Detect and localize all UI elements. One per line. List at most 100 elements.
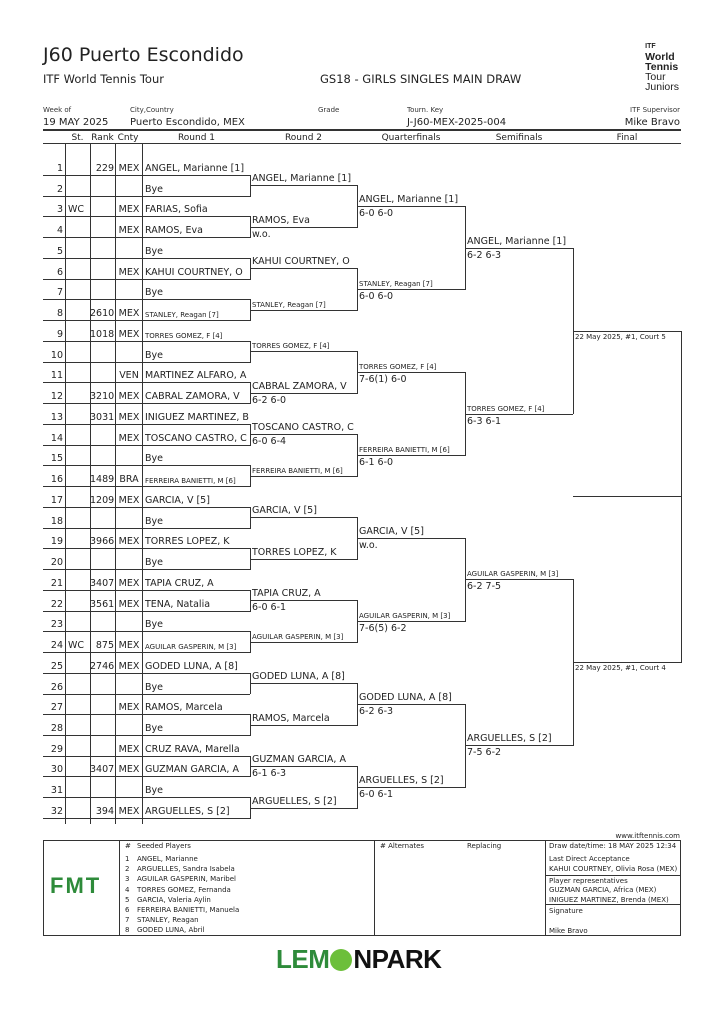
draw-position: 29 <box>50 743 63 755</box>
winner-name: TAPIA CRUZ, A <box>252 588 321 600</box>
match-score: 6-0 6-0 <box>359 208 394 220</box>
entry-country: BRA <box>119 474 139 486</box>
entry-rank: 3407 <box>90 577 115 589</box>
entry-line <box>43 693 250 695</box>
winner-name: TORRES GOMEZ, F [4] <box>252 342 330 351</box>
match-score: 6-2 6-0 <box>252 394 287 406</box>
seed-number: 4 <box>125 885 130 894</box>
draw-position: 6 <box>56 266 63 278</box>
winner-line <box>250 268 358 270</box>
draw-position: 22 <box>50 598 63 610</box>
draw-position: 15 <box>50 453 63 465</box>
player-name: RAMOS, Eva <box>145 225 203 237</box>
entry-rank: 3561 <box>90 598 115 610</box>
seed-number: 5 <box>125 895 130 904</box>
draw-position: 21 <box>50 577 63 589</box>
match-score: 7-6(5) 6-2 <box>359 622 407 634</box>
winner-line <box>357 703 465 705</box>
winner-line <box>250 683 358 685</box>
signature-value: Mike Bravo <box>549 927 588 935</box>
draw-position: 14 <box>50 432 63 444</box>
entry-country: MEX <box>118 536 140 548</box>
divider <box>545 875 681 905</box>
bye: Bye <box>145 619 163 631</box>
seed-number: 1 <box>125 855 130 863</box>
lda-value: KAHUI COURTNEY, Olivia Rosa (MEX) <box>549 865 678 873</box>
winner-line <box>250 766 358 768</box>
winner-line <box>250 600 358 602</box>
city-label: City,Country <box>130 106 174 114</box>
draw-position: 5 <box>56 245 63 257</box>
winner-name: FERREIRA BANIETTI, M [6] <box>359 445 450 454</box>
winner-line <box>250 807 358 809</box>
winner-line <box>357 537 465 539</box>
bye: Bye <box>145 183 163 195</box>
entry-country: MEX <box>118 204 140 216</box>
draw-position: 7 <box>56 287 63 299</box>
draw-position: 13 <box>50 411 63 423</box>
winner-line <box>357 289 465 291</box>
winner-line <box>573 330 681 332</box>
winner-name: ANGEL, Marianne [1] <box>359 194 459 206</box>
entry-country: MEX <box>118 743 140 755</box>
entry-line <box>43 361 250 363</box>
draw-position: 19 <box>50 536 63 548</box>
fmt-logo: FMT <box>50 873 102 898</box>
grade-label: Grade <box>318 106 340 114</box>
entry-line <box>43 817 250 819</box>
entry-line <box>43 195 250 197</box>
draw-position: 9 <box>56 328 63 340</box>
match-score: 7-6(1) 6-0 <box>359 374 407 386</box>
player-name: FARIAS, Sofia <box>145 204 208 216</box>
entry-country: MEX <box>118 805 140 817</box>
winner-line <box>250 351 358 353</box>
winner-name: GODED LUNA, A [8] <box>359 691 452 703</box>
match-schedule: 22 May 2025, #1, Court 5 <box>575 332 666 341</box>
entry-line <box>43 569 250 571</box>
match-score: 6-2 7-5 <box>467 581 502 593</box>
winner-name: KAHUI COURTNEY, O <box>252 256 350 268</box>
match-score: 6-0 6-4 <box>252 436 287 448</box>
winner-name: ARGUELLES, S [2] <box>359 774 444 786</box>
winner-name: GODED LUNA, A [8] <box>252 671 345 683</box>
entry-country: MEX <box>118 702 140 714</box>
week-label: Week of <box>43 106 72 114</box>
draw-position: 4 <box>56 225 63 237</box>
entry-line <box>43 340 250 342</box>
winner-line <box>357 372 465 374</box>
bye: Bye <box>145 287 163 299</box>
entry-rank: 875 <box>95 640 114 652</box>
col-rank: Rank <box>91 133 114 143</box>
winner-name: FERREIRA BANIETTI, M [6] <box>252 466 343 475</box>
winner-line <box>250 309 358 311</box>
player-name: GUZMAN GARCIA, A <box>145 764 239 776</box>
winner-line <box>250 517 358 519</box>
bracket-connector <box>681 330 682 664</box>
entry-line <box>43 797 250 799</box>
column-divider <box>115 144 116 824</box>
draw-position: 18 <box>50 515 63 527</box>
winner-line <box>250 641 358 643</box>
entry-line <box>43 714 250 716</box>
entry-rank: 3407 <box>90 764 115 776</box>
entry-line <box>43 237 250 239</box>
header-rule <box>43 129 681 131</box>
entry-line <box>43 403 250 405</box>
entry-line <box>43 175 250 176</box>
seeded-title: Seeded Players <box>137 842 191 850</box>
entry-rank: 229 <box>95 163 114 174</box>
entry-line <box>43 527 250 529</box>
winner-name: AGUILAR GASPERIN, M [3] <box>467 570 559 579</box>
draw-position: 17 <box>50 494 63 506</box>
header-rule-bottom <box>43 143 681 144</box>
entry-line <box>43 672 250 674</box>
tournament-title: J60 Puerto Escondido <box>43 44 244 66</box>
winner-name: ANGEL, Marianne [1] <box>467 235 567 247</box>
bye: Bye <box>145 245 163 257</box>
player-name: TENA, Natalia <box>145 598 211 610</box>
player-name: KAHUI COURTNEY, O <box>145 266 243 278</box>
entry-rank: 3031 <box>90 411 115 423</box>
draw-position: 2 <box>56 183 63 195</box>
winner-line <box>465 745 573 747</box>
seed-player: GARCIA, Valeria Aylin <box>137 895 211 904</box>
